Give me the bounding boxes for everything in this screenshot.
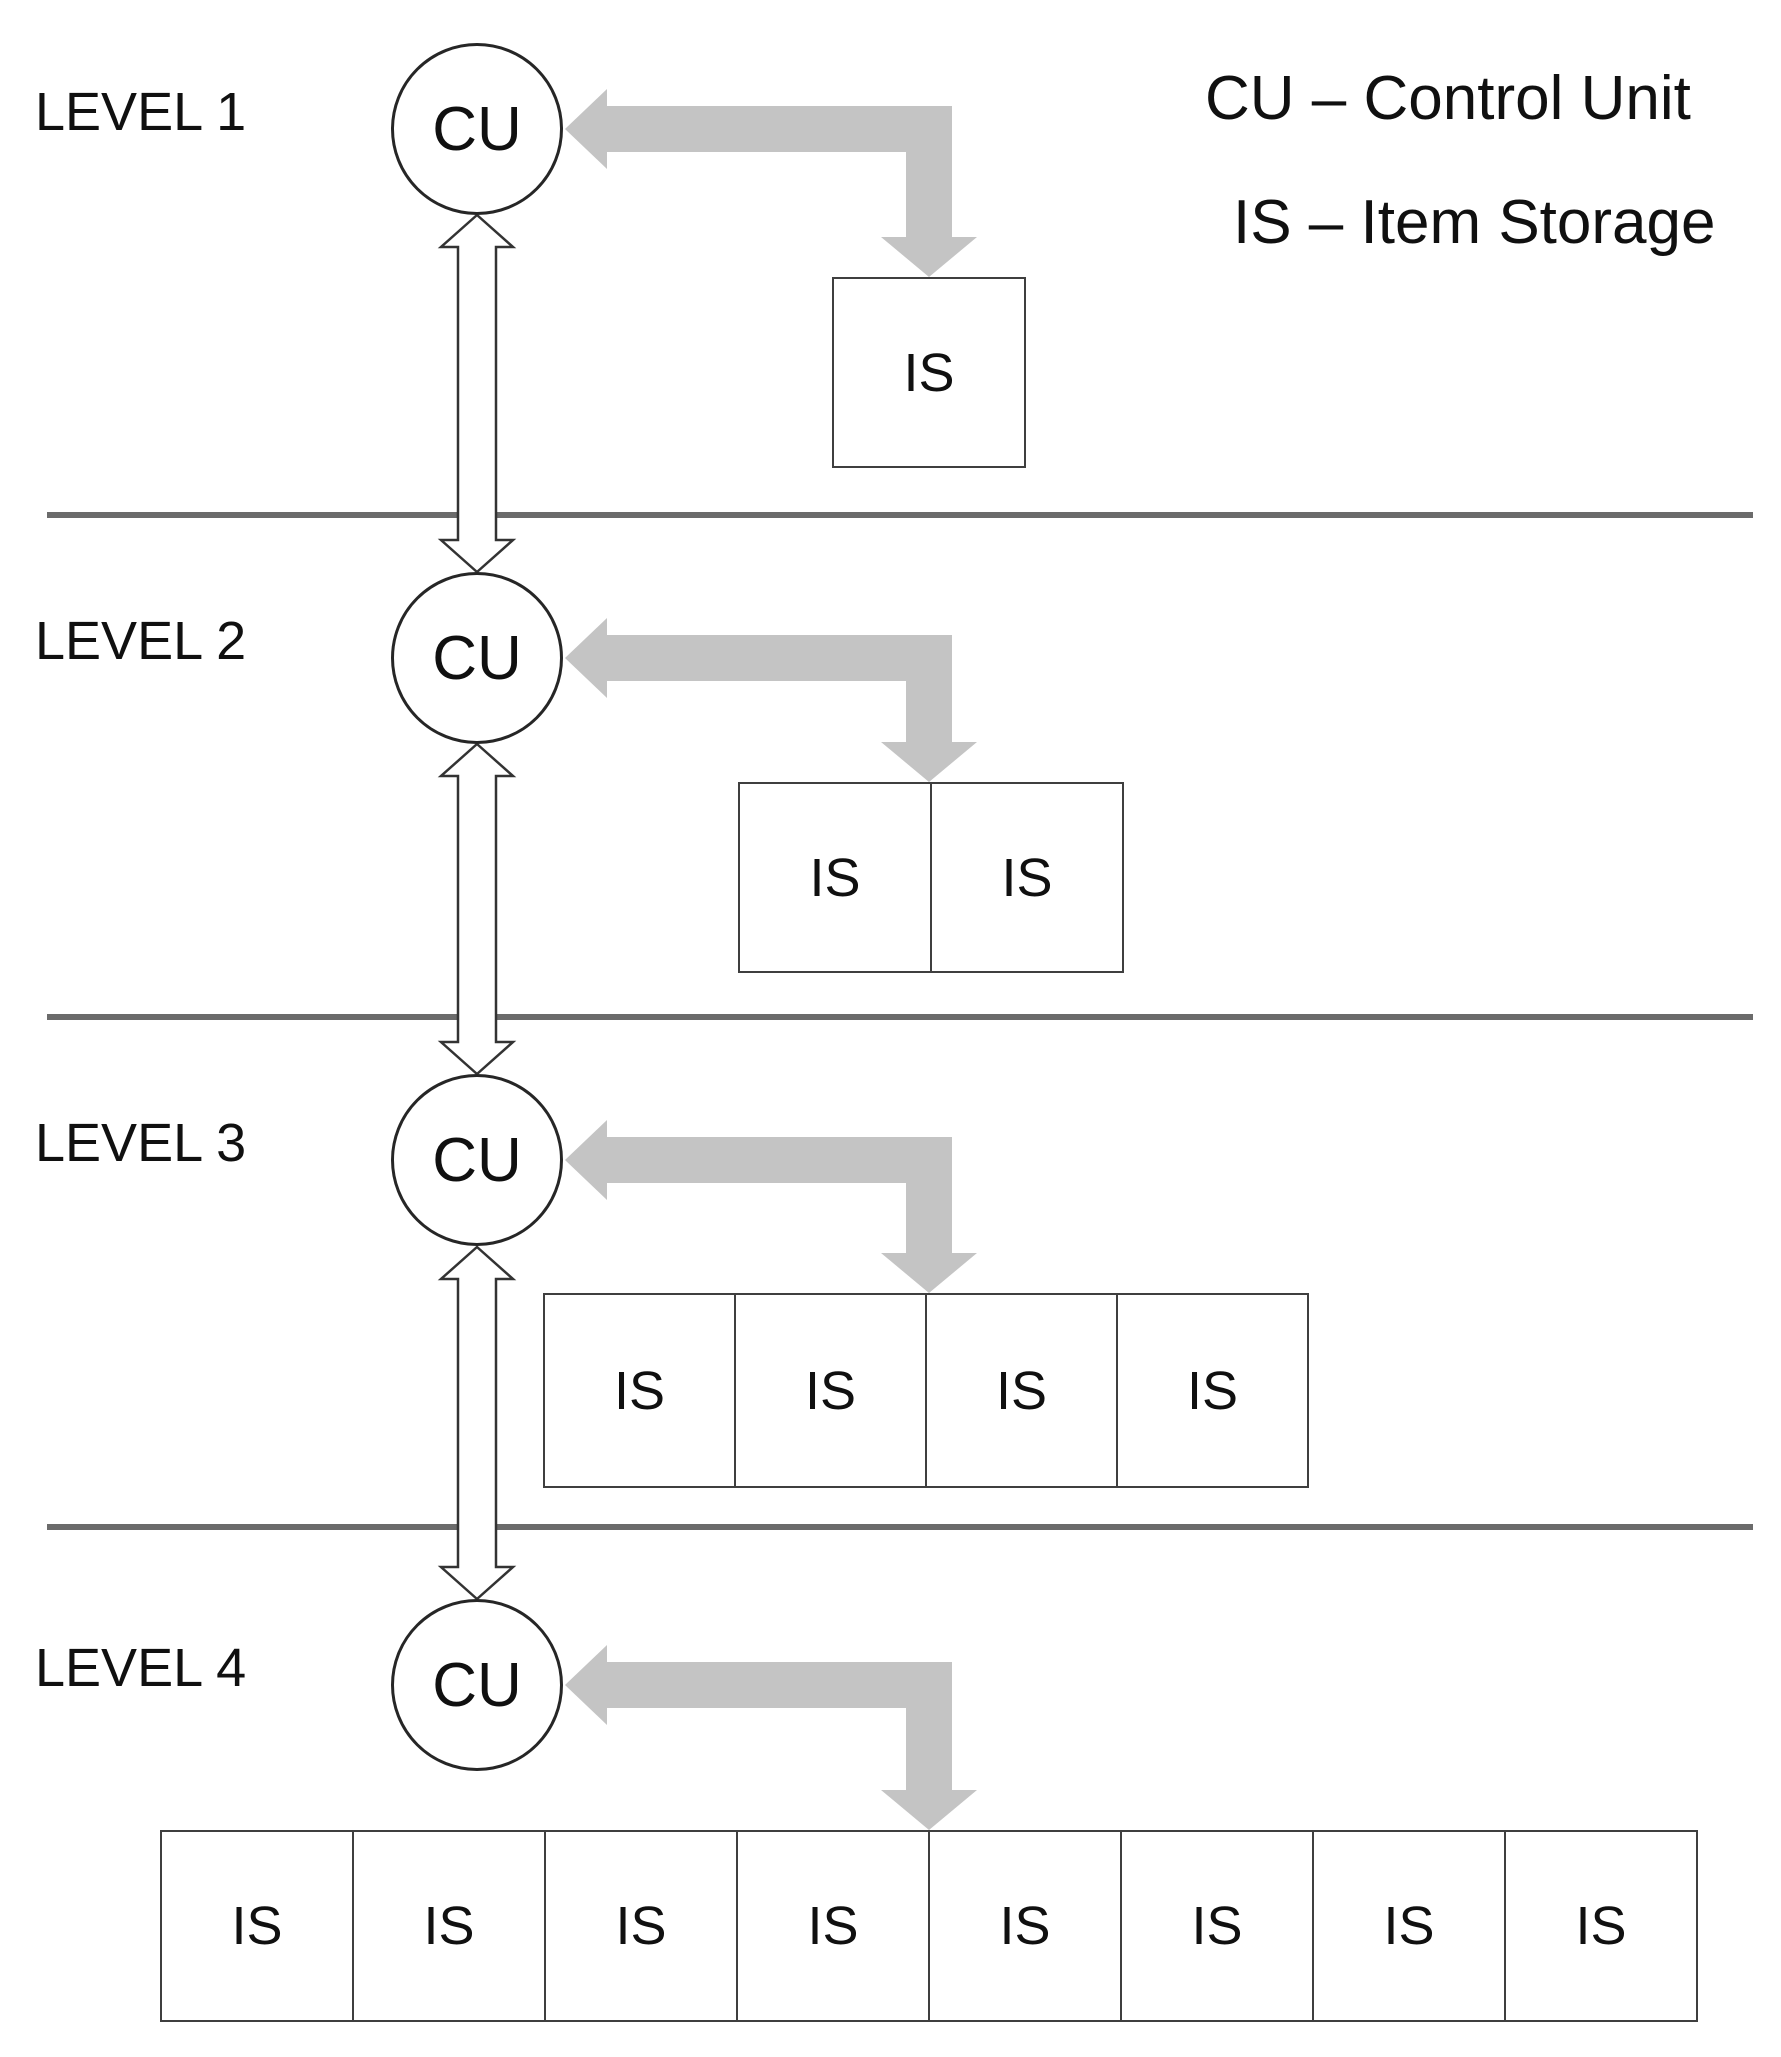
is-box: IS (160, 1830, 354, 2022)
is-row-level-1: IS (832, 277, 1026, 468)
cu-node-level-2: CU (391, 572, 563, 744)
level-label-3: LEVEL 3 (35, 1113, 247, 1173)
is-box: IS (734, 1293, 927, 1488)
level-divider-3-4 (47, 1524, 1753, 1530)
level-divider-1-2 (47, 512, 1753, 518)
is-box: IS (832, 277, 1026, 468)
level-label-1: LEVEL 1 (35, 82, 247, 142)
cu-link-arrow-3-4 (437, 1245, 517, 1601)
is-box: IS (1116, 1293, 1309, 1488)
level-divider-2-3 (47, 1014, 1753, 1020)
data-flow-arrow-level-3 (565, 1120, 977, 1293)
cu-node-level-1: CU (391, 43, 563, 215)
is-box: IS (930, 782, 1124, 973)
is-box: IS (736, 1830, 930, 2022)
level-label-4: LEVEL 4 (35, 1638, 247, 1698)
data-flow-arrow-level-4 (565, 1645, 977, 1830)
cu-node-level-3: CU (391, 1074, 563, 1246)
is-box: IS (738, 782, 932, 973)
level-label-2: LEVEL 2 (35, 611, 247, 671)
is-box: IS (928, 1830, 1122, 2022)
is-box: IS (1312, 1830, 1506, 2022)
cu-link-arrow-2-3 (437, 742, 517, 1076)
data-flow-arrow-level-2 (565, 618, 977, 782)
is-box: IS (1504, 1830, 1698, 2022)
is-box: IS (543, 1293, 736, 1488)
legend-item-cu: CU – Control Unit (1205, 64, 1691, 133)
is-box: IS (544, 1830, 738, 2022)
cu-node-level-4: CU (391, 1599, 563, 1771)
is-box: IS (352, 1830, 546, 2022)
cu-link-arrow-1-2 (437, 213, 517, 574)
data-flow-arrow-level-1 (565, 89, 977, 277)
is-box: IS (925, 1293, 1118, 1488)
legend-item-is: IS – Item Storage (1233, 188, 1716, 257)
is-box: IS (1120, 1830, 1314, 2022)
